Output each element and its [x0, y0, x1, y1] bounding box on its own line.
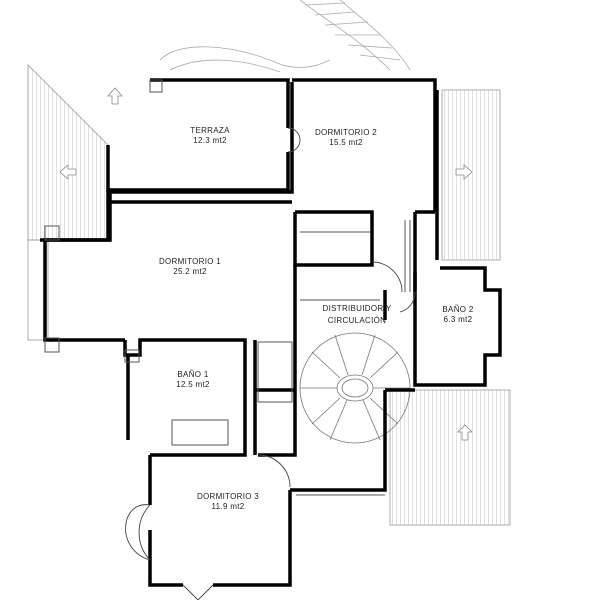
- room-area: 12.5 mt2: [176, 380, 210, 389]
- room-name: DORMITORIO 3: [196, 492, 260, 501]
- terrace-bottom-right-hatch: [389, 389, 511, 526]
- room-area: 11.9 mt2: [211, 502, 245, 511]
- room-label-bano-1: BAÑO 1 12.5 mt2: [176, 370, 210, 390]
- room-name: BAÑO 2: [442, 305, 474, 314]
- room-name: BAÑO 1: [177, 370, 209, 379]
- exterior-staircase: [159, 0, 411, 73]
- terrace-right-hatch: [441, 89, 501, 261]
- room-area: 25.2 mt2: [173, 267, 207, 276]
- arrow-icons: [59, 87, 473, 441]
- room-label-dormitorio-1: DORMITORIO 1 25.2 mt2: [159, 257, 221, 277]
- room-area: 15.5 mt2: [329, 138, 363, 147]
- room-label-bano-2: BAÑO 2 6.3 mt2: [442, 305, 473, 325]
- room-area: 12.3 mt2: [193, 136, 227, 145]
- balcony-rail: [27, 239, 49, 341]
- terrace-left-hatch: [27, 64, 109, 241]
- room-name: DORMITORIO 1: [158, 257, 222, 266]
- room-label-terraza: TERRAZA 12.3 mt2: [190, 126, 229, 146]
- room-name: DISTRIBUIDOR Y: [322, 304, 392, 313]
- spiral-staircase: [299, 332, 411, 444]
- room-name: TERRAZA: [190, 126, 230, 135]
- room-label-dormitorio-3: DORMITORIO 3 11.9 mt2: [197, 492, 259, 512]
- room-label-distribuidor: DISTRIBUIDOR Y CIRCULACIÓN: [323, 303, 392, 327]
- room-area: 6.3 mt2: [443, 315, 473, 324]
- thin-lines: [44, 79, 411, 496]
- room-area: CIRCULACIÓN: [327, 316, 387, 325]
- room-label-dormitorio-2: DORMITORIO 2 15.5 mt2: [315, 128, 377, 148]
- room-name: DORMITORIO 2: [314, 128, 378, 137]
- doors: [125, 127, 416, 600]
